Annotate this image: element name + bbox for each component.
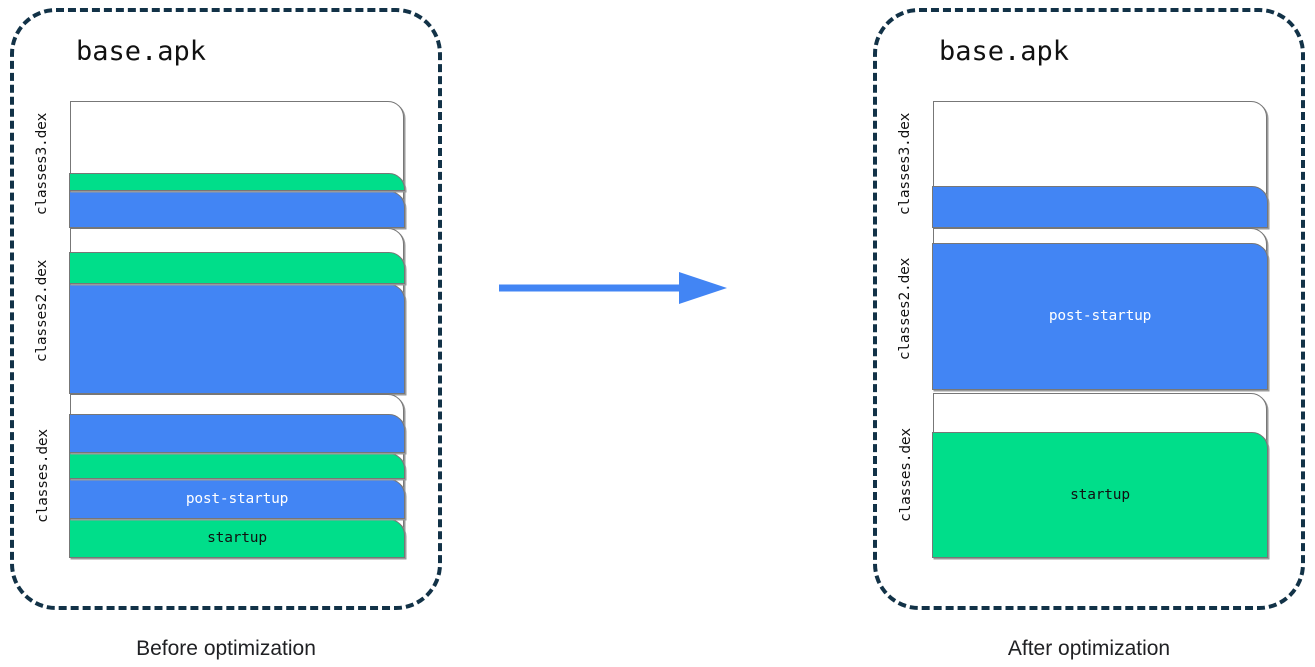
- segment-post-startup[interactable]: post-startup: [69, 478, 405, 519]
- caption-before: Before optimization: [136, 637, 316, 660]
- dex-group-classes3-before: classes3.dex: [34, 101, 405, 228]
- dex-label-classes2: classes2.dex: [897, 257, 914, 360]
- dex-label-classes: classes.dex: [897, 428, 914, 522]
- panel-title-before: base.apk: [76, 36, 207, 67]
- dex-label-classes2: classes2.dex: [34, 259, 51, 362]
- segment-label: startup: [207, 530, 267, 547]
- segment-label: post-startup: [185, 490, 289, 507]
- dex-label-classes: classes.dex: [34, 428, 51, 523]
- segment-post-startup[interactable]: [69, 413, 405, 453]
- right-arrow-icon: [499, 272, 727, 304]
- segment-startup[interactable]: [69, 172, 405, 191]
- dex-label-classes3: classes3.dex: [34, 112, 51, 216]
- dex-group-classes2-after: classes2.dex post-startup: [897, 228, 1268, 390]
- apk-panel-before: base.apk classes3.dex classes2.dex: [10, 8, 442, 610]
- segment-startup[interactable]: [69, 452, 405, 479]
- dex-label-classes3: classes3.dex: [897, 112, 914, 216]
- segment-post-startup[interactable]: post-startup: [932, 242, 1268, 390]
- segment-startup[interactable]: [69, 251, 405, 284]
- dex-box: startup: [932, 393, 1268, 558]
- dex-box: [932, 101, 1268, 228]
- apk-panel-after: base.apk classes3.dex classes2.dex post-…: [873, 8, 1305, 610]
- dex-group-classes-after: classes.dex startup: [897, 393, 1268, 558]
- dex-box: [69, 101, 405, 228]
- caption-after: After optimization: [1007, 637, 1171, 660]
- dex-box: startup post-startup: [69, 394, 405, 558]
- segment-startup[interactable]: startup: [69, 518, 405, 558]
- segment-post-startup[interactable]: [69, 283, 405, 394]
- dex-group-classes-before: classes.dex startup post-startup: [34, 394, 405, 558]
- segment-label: post-startup: [1048, 308, 1152, 325]
- dex-group-classes3-after: classes3.dex: [897, 101, 1268, 228]
- dex-group-classes2-before: classes2.dex: [34, 228, 405, 394]
- panel-title-after: base.apk: [939, 36, 1070, 67]
- segment-post-startup[interactable]: [932, 185, 1268, 228]
- dex-box: [69, 228, 405, 394]
- segment-label: startup: [1070, 486, 1130, 503]
- segment-startup[interactable]: startup: [932, 431, 1268, 558]
- dex-box: post-startup: [932, 228, 1268, 390]
- segment-post-startup[interactable]: [69, 190, 405, 228]
